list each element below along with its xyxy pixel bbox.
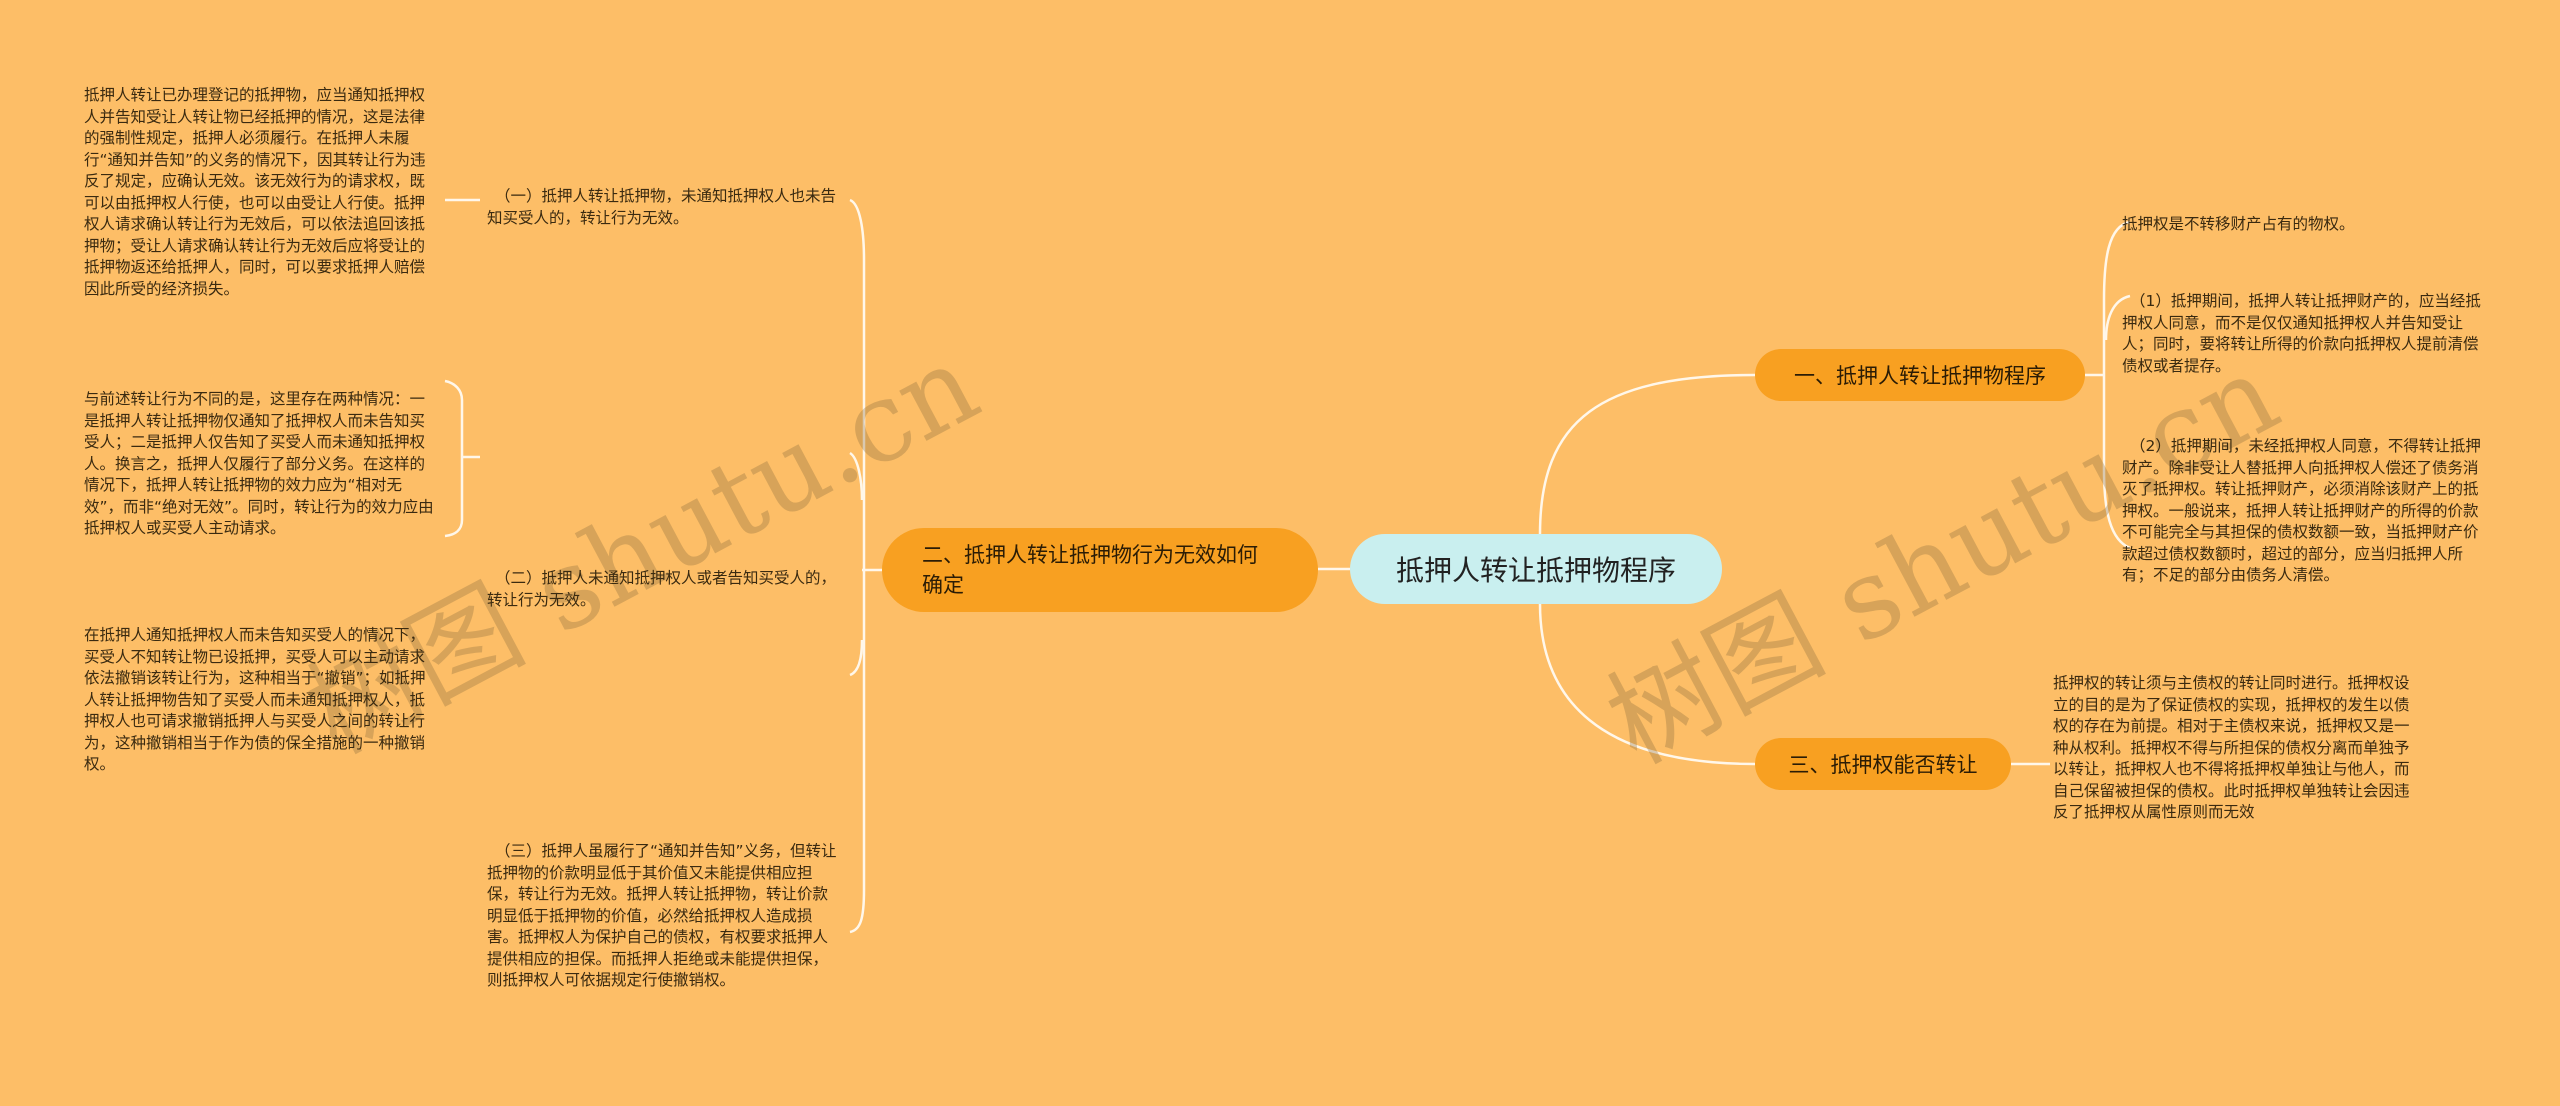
detail-text: 在抵押人通知抵押权人而未告知买受人的情况下，买受人不知转让物已设抵押，买受人可以… — [84, 626, 426, 773]
leaf-text: 抵押权的转让须与主债权的转让同时进行。抵押权设立的目的是为了保证债权的实现，抵押… — [2053, 674, 2410, 821]
branch-label: 三、抵押权能否转让 — [1788, 753, 1978, 777]
child-node[interactable]: （一）抵押人转让抵押物，未通知抵押权人也未告知买受人的，转让行为无效。 — [487, 187, 837, 227]
root-node[interactable]: 抵押人转让抵押物程序 — [1350, 534, 1722, 604]
branch-label: 二、抵押人转让抵押物行为无效如何确定 — [922, 543, 1258, 597]
child-node[interactable]: （二）抵押人未通知抵押权人或者告知买受人的，转让行为无效。 — [487, 569, 837, 609]
detail-text: 与前述转让行为不同的是，这里存在两种情况：一是抵押人转让抵押物仅通知了抵押权人而… — [84, 390, 434, 537]
branch-node-transferability[interactable]: 三、抵押权能否转让 — [1755, 738, 2011, 790]
branch-node-invalid-determination[interactable]: 二、抵押人转让抵押物行为无效如何确定 — [882, 528, 1318, 612]
child-node[interactable]: （三）抵押人虽履行了“通知并告知”义务，但转让抵押物的价款明显低于其价值又未能提… — [487, 842, 837, 989]
leaf-text: 抵押权是不转移财产占有的物权。 — [2122, 215, 2355, 233]
branch-node-procedure[interactable]: 一、抵押人转让抵押物程序 — [1755, 349, 2085, 401]
leaf-text: （1）抵押期间，抵押人转让抵押财产的，应当经抵押权人同意，而不是仅仅通知抵押权人… — [2122, 292, 2481, 375]
branch-label: 一、抵押人转让抵押物程序 — [1794, 364, 2046, 388]
root-label: 抵押人转让抵押物程序 — [1395, 554, 1676, 587]
detail-text: 抵押人转让已办理登记的抵押物，应当通知抵押权人并告知受让人转让物已经抵押的情况，… — [84, 86, 426, 298]
leaf-text: （2）抵押期间，未经抵押权人同意，不得转让抵押财产。除非受让人替抵押人向抵押权人… — [2122, 437, 2481, 584]
